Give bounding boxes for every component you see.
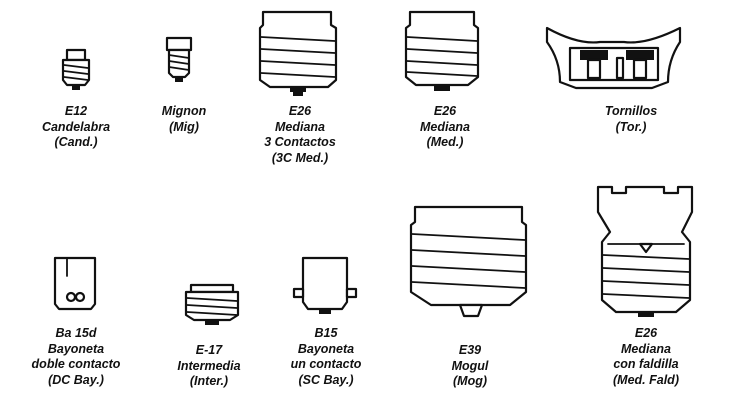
label-e39: E39 Mogul (Mog) [452, 343, 489, 390]
b15-base-drawing [292, 256, 358, 314]
e26-3c-base-drawing [258, 10, 338, 96]
label-b15-line-3: un contacto [290, 357, 362, 371]
label-tornillos: Tornillos (Tor.) [605, 104, 657, 135]
e39-mogul-base-drawing [409, 205, 528, 318]
label-e26-skirted-line-2: Mediana [620, 341, 671, 356]
label-e17: E-17 Intermedia (Inter.) [177, 343, 240, 390]
e26-skirted-base-drawing [596, 185, 694, 317]
label-e26-medium: E26 Mediana (Med.) [420, 104, 470, 151]
label-e26-3c-line-1: E26 [288, 104, 312, 118]
label-mignon-line-2: (Mig) [169, 119, 199, 134]
label-e39-line-1: E39 [458, 343, 482, 357]
label-ba15d-line-1: Ba 15d [55, 326, 97, 340]
label-tornillos-line-2: (Tor.) [615, 119, 647, 134]
label-e26-skirted: E26 Mediana con faldilla (Med. Fald) [613, 326, 679, 388]
label-e26-medium-line-2: Mediana [419, 119, 471, 134]
label-mignon: Mignon (Mig) [162, 104, 206, 135]
label-e26-3c-line-2: Mediana [274, 119, 326, 134]
label-ba15d-line-3: doble contacto [31, 357, 121, 371]
label-e17-line-1: E-17 [195, 343, 223, 357]
label-e26-3c-line-4: (3C Med.) [271, 150, 329, 165]
label-e26-medium-line-1: E26 [433, 104, 457, 118]
label-e12-line-3: (Cand.) [54, 135, 98, 149]
label-ba15d: Ba 15d Bayoneta doble contacto (DC Bay.) [32, 326, 121, 388]
label-e17-line-3: (Inter.) [189, 374, 229, 388]
label-e12-line-1: E12 [64, 104, 88, 118]
label-tornillos-line-1: Tornillos [604, 104, 658, 118]
e17-intermediate-base-drawing [184, 283, 240, 325]
e26-medium-base-drawing [404, 10, 480, 91]
label-e26-skirted-line-3: con faldilla [613, 357, 679, 371]
label-e26-medium-line-3: (Med.) [426, 135, 464, 149]
mignon-base-drawing [165, 36, 193, 82]
label-ba15d-line-4: (DC Bay.) [48, 372, 104, 387]
label-ba15d-line-2: Bayoneta [47, 341, 105, 356]
label-e26-skirted-line-4: (Med. Fald) [613, 372, 679, 387]
label-b15-line-2: Bayoneta [297, 341, 355, 356]
label-e39-line-2: Mogul [451, 358, 489, 373]
ba15d-base-drawing [53, 256, 97, 311]
label-e39-line-3: (Mog) [452, 374, 488, 388]
label-e12: E12 Candelabra (Cand.) [42, 104, 110, 151]
label-b15-line-1: B15 [314, 326, 338, 340]
label-e26-skirted-line-1: E26 [634, 326, 658, 340]
label-b15: B15 Bayoneta un contacto (SC Bay.) [291, 326, 362, 388]
label-e17-line-2: Intermedia [177, 358, 241, 373]
e12-candelabra-base-drawing [61, 48, 91, 90]
label-e26-3c-line-3: 3 Contactos [264, 135, 336, 149]
tornillos-base-drawing [545, 26, 682, 90]
label-e26-3c: E26 Mediana 3 Contactos (3C Med.) [264, 104, 336, 166]
label-b15-line-4: (SC Bay.) [298, 372, 354, 387]
label-mignon-line-1: Mignon [161, 104, 207, 118]
label-e12-line-2: Candelabra [41, 119, 111, 134]
